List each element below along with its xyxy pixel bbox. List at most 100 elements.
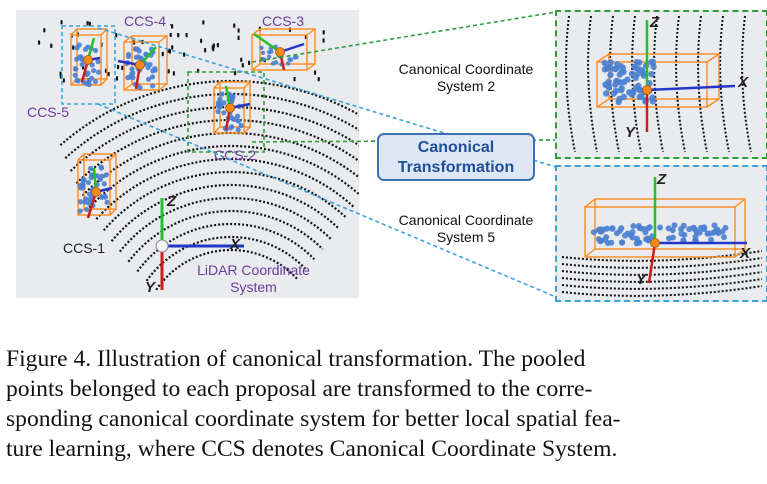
point: [294, 54, 299, 60]
scan-point: [61, 78, 66, 83]
point: [273, 60, 279, 65]
box-edge: [251, 63, 261, 71]
box-edge: [734, 248, 746, 258]
scan-point: [321, 38, 326, 43]
point: [98, 165, 105, 171]
point: [636, 93, 643, 101]
point: [620, 78, 628, 86]
lidar-z-axis-letter: Z: [167, 193, 177, 210]
point: [235, 127, 241, 133]
scan-line: [561, 257, 763, 269]
box-edge: [243, 126, 251, 134]
view5-axes: [647, 177, 747, 284]
scan-line: [697, 15, 708, 153]
canonical-system-5-label: Canonical Coordinate System 5: [376, 212, 556, 246]
point: [708, 236, 715, 243]
point: [721, 234, 728, 241]
view5-x-axis-letter: X: [740, 245, 751, 262]
point: [637, 225, 644, 232]
point: [602, 90, 610, 97]
cs2-label-line2: System 2: [436, 78, 496, 94]
scan-point: [232, 71, 238, 76]
point: [72, 72, 78, 78]
point: [649, 59, 657, 66]
transform-line2: Transformation: [397, 159, 515, 176]
point: [217, 96, 223, 102]
point: [88, 75, 95, 81]
box-edge: [100, 78, 108, 86]
cs5-label-line2: System 5: [436, 229, 496, 245]
point: [133, 54, 139, 60]
scan-line: [561, 250, 763, 262]
origin-sphere: [83, 55, 93, 65]
scan-line: [719, 15, 730, 153]
view2-box: [596, 53, 720, 108]
y-axis-line: [647, 242, 657, 284]
box-edge: [584, 248, 596, 258]
cs5-label-line1: Canonical Coordinate: [398, 212, 534, 228]
scan-point: [71, 45, 76, 50]
point: [73, 66, 79, 72]
scan-point: [199, 38, 204, 43]
point: [150, 68, 156, 74]
box-edge: [213, 126, 221, 134]
point: [637, 87, 644, 94]
scan-point: [292, 77, 297, 82]
view5-box: [584, 198, 746, 258]
transform-line1: Canonical: [417, 139, 495, 156]
scan-line: [653, 15, 664, 153]
box-edge: [158, 35, 168, 43]
view5-z-axis-letter: Z: [657, 171, 667, 188]
box-edge: [100, 28, 108, 36]
point: [238, 122, 244, 129]
caption-line-3: sponding canonical coordinate system for…: [6, 406, 621, 432]
point: [649, 98, 657, 105]
point: [82, 199, 88, 205]
scan-point: [312, 70, 318, 75]
origin-sphere: [135, 60, 145, 70]
point: [618, 68, 626, 76]
point: [79, 182, 86, 189]
scan-point: [106, 71, 111, 77]
point: [613, 230, 620, 237]
point: [613, 78, 620, 85]
point: [657, 224, 664, 231]
box-edge: [584, 198, 596, 208]
scan-point: [203, 48, 208, 53]
point: [229, 96, 235, 102]
point: [231, 116, 237, 123]
scan-point: [239, 57, 244, 62]
point: [221, 110, 227, 116]
view5-points-right: [665, 222, 729, 244]
point: [91, 67, 97, 74]
scan-point: [176, 33, 181, 38]
point: [80, 177, 86, 183]
point: [620, 93, 628, 101]
point: [259, 45, 264, 51]
lidar-label-line1: LiDAR Coordinate: [197, 262, 310, 278]
scan-point: [166, 69, 171, 74]
point: [82, 46, 89, 52]
point: [150, 83, 156, 89]
point: [642, 229, 649, 236]
point: [77, 199, 84, 205]
point: [608, 239, 615, 246]
box-edge: [306, 63, 316, 71]
ccs5-axes: [80, 37, 101, 83]
point: [85, 70, 91, 76]
caption-line-1: Figure 4. Illustration of canonical tran…: [6, 346, 586, 372]
point: [85, 179, 92, 186]
point: [629, 229, 636, 236]
ccs5-points: [72, 42, 102, 88]
scan-point: [171, 71, 176, 76]
origin-sphere: [642, 85, 652, 95]
canonical-view-2-drawing: [565, 15, 752, 153]
point: [648, 70, 655, 78]
box-edge: [123, 83, 133, 91]
point: [696, 229, 703, 236]
point: [95, 69, 102, 75]
scan-point: [247, 60, 252, 65]
box-edge: [109, 208, 117, 216]
point: [74, 45, 80, 51]
scan-point: [87, 21, 92, 27]
